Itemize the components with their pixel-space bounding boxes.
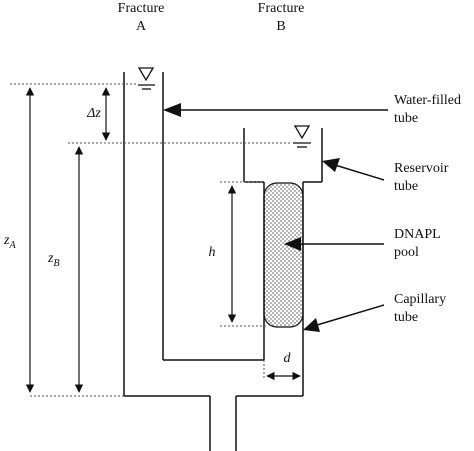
dnapl-label: DNAPL: [394, 227, 441, 242]
delta-z-label: Δz: [86, 106, 101, 121]
fracture-b-letter: B: [276, 19, 285, 34]
water-level-b: [293, 125, 311, 148]
capillary-label: Capillary: [394, 292, 446, 307]
z-b-label: zB: [47, 251, 60, 269]
capillary-label-2: tube: [394, 310, 418, 325]
pointer-arrows: [163, 103, 388, 332]
dimension-arrows: [25, 87, 301, 393]
dnapl-label-2: pool: [394, 245, 419, 260]
reservoir-label-2: tube: [394, 179, 418, 194]
water-filled-label-2: tube: [394, 111, 418, 126]
fracture-b-label: Fracture: [258, 1, 305, 16]
fracture-a-letter: A: [136, 19, 147, 34]
reference-lines: [10, 83, 290, 397]
reservoir-label: Reservoir: [394, 161, 449, 176]
water-level-a: [137, 67, 155, 90]
dnapl-pool: [263, 182, 304, 328]
water-filled-label: Water-filled: [394, 93, 461, 108]
h-label: h: [209, 245, 216, 260]
z-a-label: zA: [3, 233, 16, 251]
fracture-a-label: Fracture: [118, 1, 165, 16]
d-label: d: [284, 351, 292, 366]
